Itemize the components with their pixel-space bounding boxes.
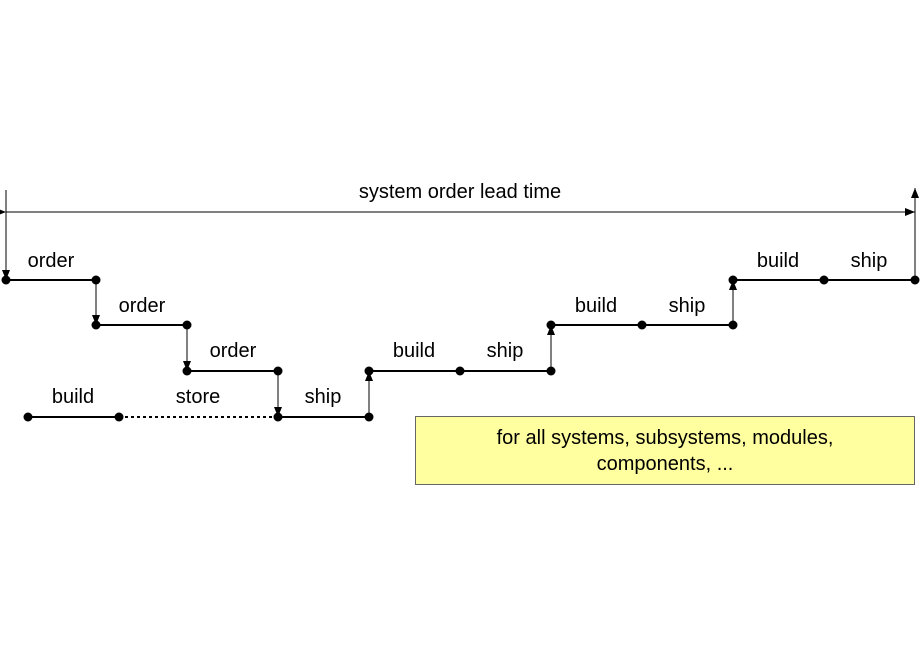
label-level2-build: build — [393, 340, 435, 362]
transition-arrows — [92, 280, 737, 417]
label-level4-order: order — [28, 250, 75, 272]
node — [273, 412, 283, 422]
label-level1-build: build — [52, 386, 94, 408]
label-level1-store: store — [176, 386, 220, 408]
label-level2-ship: ship — [487, 340, 524, 362]
note-box: for all systems, subsystems, modules, co… — [415, 416, 915, 485]
node — [1, 275, 11, 285]
node — [91, 275, 101, 285]
node — [728, 320, 738, 330]
step-nodes — [1, 275, 920, 422]
node — [182, 366, 192, 376]
node — [637, 320, 647, 330]
step-segments — [6, 279, 915, 418]
label-level3-build: build — [575, 295, 617, 317]
node — [728, 275, 738, 285]
label-level3-ship: ship — [669, 295, 706, 317]
node — [91, 320, 101, 330]
node — [546, 320, 556, 330]
node — [364, 412, 374, 422]
label-level4-build: build — [757, 250, 799, 272]
node — [182, 320, 192, 330]
lead-time-label: system order lead time — [359, 181, 561, 203]
node — [273, 366, 283, 376]
node — [364, 366, 374, 376]
node — [546, 366, 556, 376]
label-level1-ship: ship — [305, 386, 342, 408]
node — [114, 412, 124, 422]
node — [23, 412, 33, 422]
node — [910, 275, 920, 285]
label-level3-order: order — [119, 295, 166, 317]
label-level4-ship: ship — [851, 250, 888, 272]
note-line-1: for all systems, subsystems, modules, — [496, 426, 834, 449]
node — [819, 275, 829, 285]
label-level2-order: order — [210, 340, 257, 362]
note-line-2: components, ... — [596, 452, 734, 475]
node — [455, 366, 465, 376]
